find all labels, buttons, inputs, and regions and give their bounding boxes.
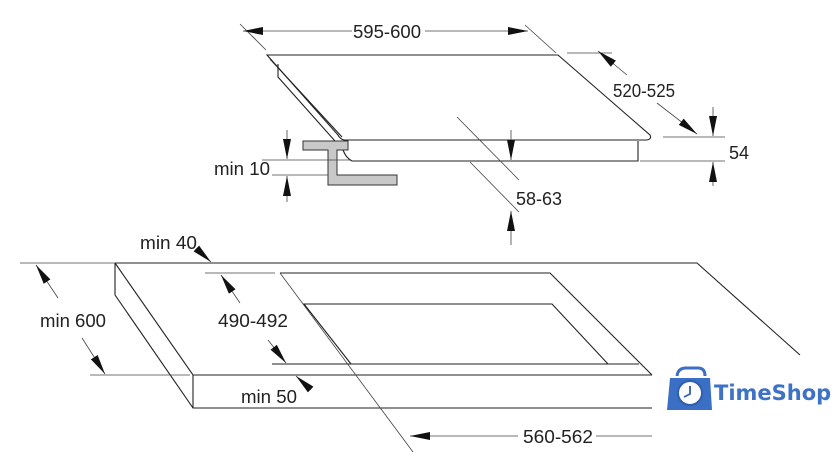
timeshop-logo: TimeShop: [667, 366, 831, 410]
label-58-63: 58-63: [516, 189, 562, 209]
cutout-outer: [280, 272, 653, 376]
label-560-562: 560-562: [523, 427, 593, 447]
dimension-cutout-depth: 490-492: [205, 272, 288, 364]
clock-bag-icon: [667, 366, 712, 410]
dimension-min-50: min 50: [241, 375, 314, 407]
label-490-492: 490-492: [218, 311, 288, 331]
hob-top-surface: [265, 54, 652, 141]
label-min-600: min 600: [40, 311, 106, 331]
label-54: 54: [729, 143, 749, 163]
countertop: [114, 262, 801, 453]
dimension-depth-below: 58-63: [456, 116, 562, 245]
watermark-text: TimeShop: [714, 381, 831, 405]
dimension-hob-height: 54: [640, 107, 749, 186]
dimension-min-clearance: min 10: [214, 130, 350, 202]
dimension-min-600: min 600: [20, 262, 190, 376]
dimension-hob-depth: 520-525: [567, 50, 725, 138]
label-min-40: min 40: [140, 233, 197, 253]
dimension-cutout-width: 560-562: [410, 427, 652, 447]
label-520-525: 520-525: [613, 81, 675, 101]
countertop-side-face: [114, 263, 652, 409]
countertop-top-edge: [115, 262, 801, 356]
countertop-left-edge: [114, 262, 652, 376]
hob-glass-edge: [269, 58, 343, 138]
label-595-600: 595-600: [353, 22, 421, 42]
label-min-50: min 50: [241, 387, 297, 407]
dimension-min-40: min 40: [140, 233, 212, 263]
cutout-inner: [302, 303, 609, 365]
mounting-bracket: [302, 140, 398, 186]
label-min-10: min 10: [214, 159, 270, 179]
dimension-hob-width: 595-600: [239, 22, 557, 54]
